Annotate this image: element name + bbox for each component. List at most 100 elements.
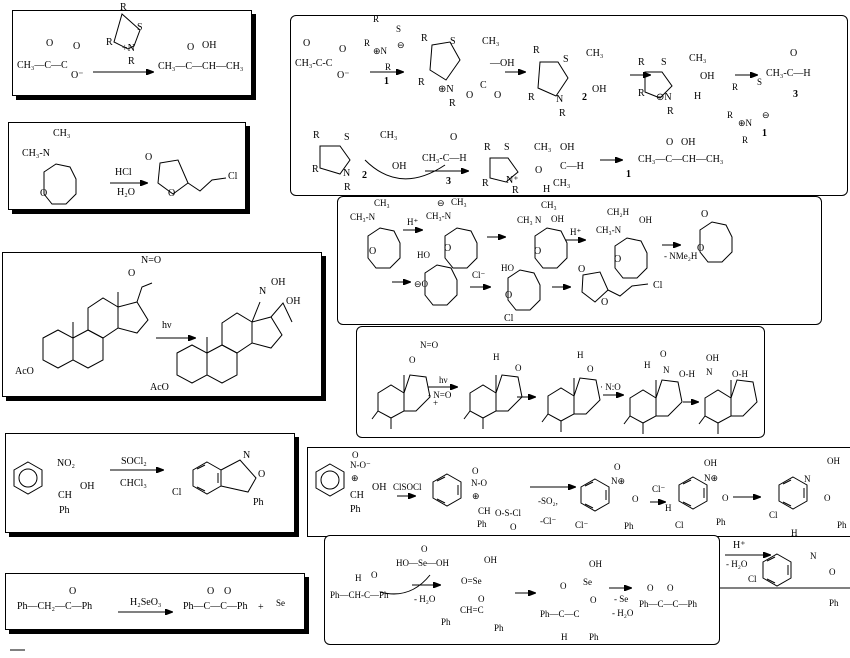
chem-label: CH₃ — [534, 142, 552, 153]
chem-label: O-S-Cl — [495, 508, 522, 518]
chem-label: N-O — [471, 478, 487, 488]
chem-label: CH₃-N — [350, 212, 376, 222]
chem-label: +N — [122, 43, 135, 54]
chem-label: O — [46, 38, 54, 49]
chem-label: O — [790, 48, 798, 59]
chem-label: CH₃-C—H — [766, 68, 811, 79]
compound-number: 2 — [362, 170, 367, 181]
mech4-drawing — [315, 463, 850, 589]
chem-label: H — [791, 528, 798, 538]
chem-label: Cl — [228, 171, 238, 182]
chem-label: OH — [589, 559, 602, 569]
chem-label: S — [450, 36, 456, 47]
chem-label: Se — [583, 577, 592, 587]
chem-label: CH₃ — [451, 197, 467, 207]
reagent-label: - H₂O — [612, 608, 634, 618]
chem-label: CH₃ — [53, 128, 71, 139]
chem-label: R — [482, 178, 489, 189]
chem-label: HO—Se—OH — [396, 558, 449, 568]
chem-label: HO — [417, 250, 430, 260]
chem-label: R — [727, 110, 734, 120]
chem-label: H — [644, 360, 651, 370]
chem-label: O — [444, 243, 452, 254]
chem-label: OH — [551, 214, 564, 224]
chem-label: O=Se — [461, 576, 482, 586]
chem-label: O — [478, 594, 485, 604]
chem-label: O — [168, 188, 176, 199]
benzisoxazole-mechanism-box — [307, 447, 850, 537]
chem-label: R — [421, 33, 428, 44]
mech1-drawing — [319, 41, 757, 183]
chem-label: ⊖O — [414, 279, 429, 289]
chem-label: R — [559, 108, 566, 119]
chem-label: R — [373, 14, 380, 24]
chem-label: O — [601, 297, 609, 308]
chem-label: H — [577, 350, 584, 360]
chem-label: O — [352, 450, 359, 460]
chem-label: O — [590, 595, 597, 605]
chem-label: CH — [350, 490, 364, 501]
chem-label: R — [732, 82, 739, 92]
chem-label: O — [187, 42, 195, 53]
barton-mechanism-box — [356, 326, 765, 438]
benzisoxazole-box — [5, 433, 295, 533]
chem-label: O-H — [679, 369, 695, 379]
box4-drawing — [13, 459, 257, 495]
chem-label: N — [259, 286, 267, 297]
chem-label: CH₃—C—CH—CH₃ — [158, 61, 244, 72]
chem-label: ⊕ — [472, 491, 480, 501]
chem-label: Cl — [769, 510, 778, 520]
box2-drawing — [43, 159, 227, 205]
chem-label: O — [421, 544, 428, 554]
chem-label: R — [484, 142, 491, 153]
compound-number: 2 — [582, 92, 587, 103]
chem-label: H — [561, 632, 568, 642]
chem-label: OH — [592, 84, 607, 95]
chem-label: R — [120, 2, 127, 13]
chem-label: O — [660, 349, 667, 359]
chem-label: O — [466, 90, 474, 101]
chem-label: O — [128, 268, 136, 279]
chem-label: R — [128, 56, 135, 67]
reagent-label: -Cl⁻ — [540, 516, 557, 526]
reagent-label: - Se — [614, 594, 629, 604]
chem-label: ⊕N — [438, 84, 454, 95]
chem-label: O — [450, 132, 458, 143]
chem-label: H — [355, 573, 362, 583]
chem-label: O — [515, 363, 522, 373]
reagent-label: CHCl₃ — [120, 478, 147, 489]
reagent-label: - H₂O — [726, 559, 748, 569]
chem-label: O — [69, 586, 77, 597]
chem-label: + — [433, 398, 439, 408]
chem-label: Ph — [477, 519, 487, 529]
chem-label: O — [697, 243, 705, 254]
chem-label: O — [701, 209, 709, 220]
chem-label: N=O — [420, 340, 439, 350]
chem-label: CH₃-C—H — [422, 153, 467, 164]
chem-label: N — [663, 365, 670, 375]
chem-label: H — [694, 91, 702, 102]
riley-mechanism-box — [324, 535, 720, 645]
chem-label: R — [528, 92, 535, 103]
chem-label: OH — [372, 482, 387, 493]
chem-label: NO₂ — [57, 458, 75, 469]
chem-label: R — [312, 164, 319, 175]
chem-label: CH₃ — [482, 36, 500, 47]
chem-label: Se — [276, 598, 285, 608]
chem-label: + — [258, 602, 264, 613]
chem-label: OH — [80, 481, 95, 492]
chem-label: CH₃ — [541, 200, 557, 210]
chem-label: R — [449, 98, 456, 109]
chem-label: C—H — [560, 161, 584, 172]
chem-label: ⊕N — [738, 118, 753, 128]
chem-label: CH₃ — [380, 130, 398, 141]
mech2-drawing — [367, 221, 733, 311]
chem-label: CH₃-N — [22, 148, 50, 159]
chem-label: O — [829, 567, 836, 577]
chem-label: Ph—CH₂—C—Ph — [17, 601, 93, 612]
chem-label: O — [145, 152, 153, 163]
chem-label: HO — [501, 263, 514, 273]
chem-label: Ph—C—C—Ph — [639, 599, 698, 609]
reagent-label: H₂SeO₃ — [130, 597, 162, 608]
